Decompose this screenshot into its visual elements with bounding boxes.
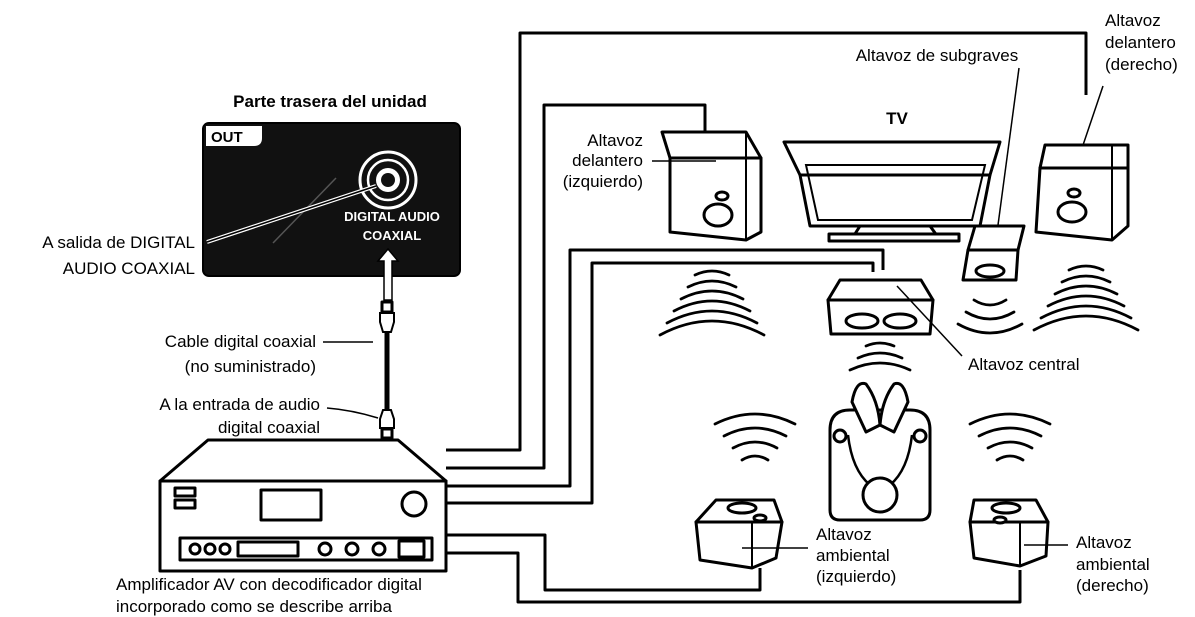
connection-arrow-icon [376,247,400,301]
sound-wave-front-right-icon [1032,264,1140,332]
surround-right-label-line1: Altavoz [1076,533,1132,552]
input-label-line1: A la entrada de audio [159,395,320,414]
front-left-label-line3: (izquierdo) [563,172,643,191]
listener-icon [828,381,932,522]
cable-label-line2: (no suministrado) [185,357,316,376]
subwoofer-icon [961,224,1026,282]
cable-bottom-plug-icon [379,409,395,440]
speaker-wires [446,31,1088,604]
surround-left-label-line2: ambiental [816,546,890,565]
digital-out-label-line1: A salida de DIGITAL [42,233,195,252]
surround-right-label-line3: (derecho) [1076,576,1149,595]
front-right-label-line3: (derecho) [1105,55,1178,74]
wire-surround-right [446,551,1022,604]
digital-out-leader-outline [206,185,377,243]
coaxial-cable [379,300,395,440]
wire-surround-left [446,533,762,592]
center-speaker-icon [826,278,935,336]
rear-panel-title: Parte trasera del unidad [233,92,427,111]
amplifier-label-line2: incorporado como se describe arriba [116,597,392,616]
wire-front-right [446,31,1088,452]
tv-label: TV [886,109,908,128]
digital-out-label-line2: AUDIO COAXIAL [63,259,195,278]
front-left-label-line2: delantero [572,151,643,170]
front-right-label-line1: Altavoz [1105,11,1161,30]
amplifier-label-line1: Amplificador AV con decodificador digita… [116,575,422,594]
surround-right-speaker-icon [968,498,1050,568]
front-left-label-line1: Altavoz [587,131,643,150]
surround-right-label-line2: ambiental [1076,555,1150,574]
sound-wave-center-icon [848,341,912,372]
center-label: Altavoz central [968,355,1080,374]
surround-left-speaker-icon [694,498,784,570]
surround-left-label-line1: Altavoz [816,525,872,544]
tv-icon [782,140,1002,243]
cable-label-line1: Cable digital coaxial [165,332,316,351]
subwoofer-label: Altavoz de subgraves [856,46,1019,65]
wire-center [446,248,885,488]
wire-front-left [446,103,707,470]
sound-wave-front-left-icon [658,269,766,337]
out-label: OUT [211,129,243,146]
front-right-label-line2: delantero [1105,33,1176,52]
jack-label-line2: COAXIAL [363,228,422,243]
input-label-line2: digital coaxial [218,418,320,437]
sound-wave-surround-left-icon [713,412,797,462]
surround-left-label-line3: (izquierdo) [816,567,896,586]
sound-wave-surround-right-icon [968,412,1052,462]
sound-wave-subwoofer-icon [956,298,1024,335]
front-right-speaker-icon [1034,143,1130,242]
front-left-speaker-icon [660,130,763,242]
cable-top-plug-icon [379,300,395,333]
rear-panel: OUT DIGITAL AUDIO COAXIAL [202,122,461,301]
av-amplifier-icon [158,438,448,573]
wire-subwoofer [446,261,875,505]
jack-label-line1: DIGITAL AUDIO [344,209,440,224]
coaxial-jack-icon [358,150,418,210]
